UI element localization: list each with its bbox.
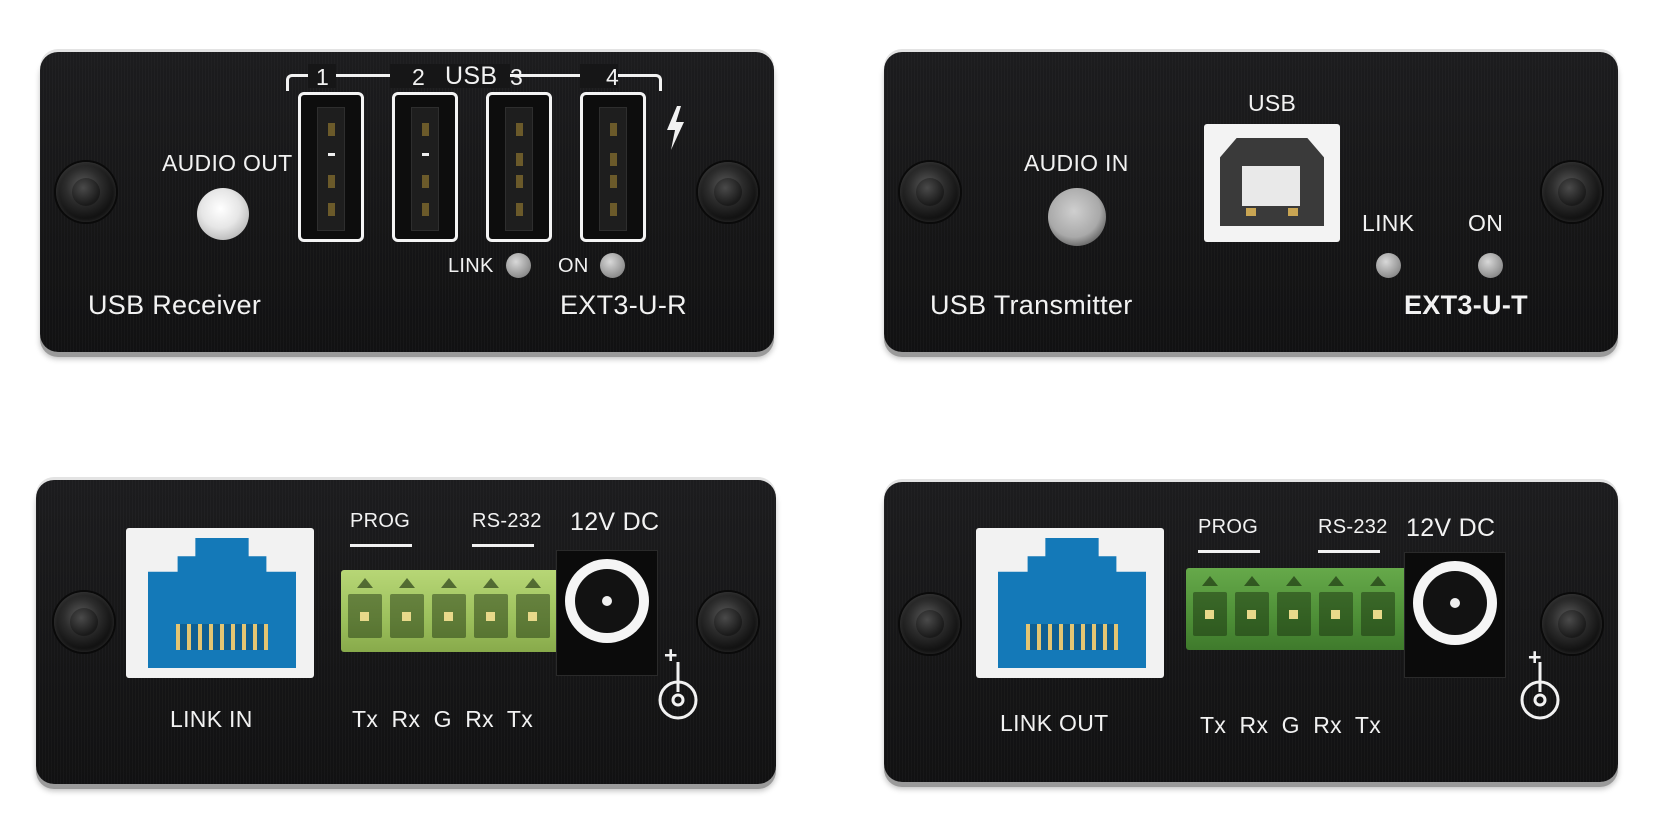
receiver-rear-panel: LINK IN PROG RS-232 Tx Rx G Rx Tx 12V DC… (36, 480, 776, 784)
power-polarity-icon (658, 662, 698, 720)
audio-in-jack[interactable] (1048, 188, 1106, 246)
prog-underline (350, 544, 412, 547)
usb-a-port-3[interactable] (486, 92, 552, 242)
power-label: 12V DC (1406, 514, 1496, 542)
screw-icon (1542, 594, 1602, 654)
transmitter-front-panel: AUDIO IN USB LINK ON USB Transmitter EXT… (884, 52, 1618, 352)
terminal-pin-labels: Tx Rx G Rx Tx (1200, 712, 1382, 738)
screw-icon (900, 594, 960, 654)
screw-icon (56, 162, 116, 222)
on-led (1478, 253, 1503, 278)
on-led-label: ON (558, 255, 589, 277)
dc-power-jack[interactable] (556, 550, 658, 676)
prog-label: PROG (1198, 516, 1259, 538)
device-name: USB Receiver (88, 290, 262, 320)
usb-b-port[interactable] (1204, 124, 1340, 242)
power-label: 12V DC (570, 508, 660, 536)
model-number: EXT3-U-T (1404, 290, 1528, 320)
rs232-label: RS-232 (472, 510, 542, 532)
usb-port-number-3: 3 (510, 64, 524, 90)
rs232-underline (1318, 550, 1380, 553)
dc-power-jack[interactable] (1404, 552, 1506, 678)
model-number: EXT3-U-R (560, 290, 687, 320)
usb-a-port-4[interactable] (580, 92, 646, 242)
prog-label: PROG (350, 510, 411, 532)
ethernet-port[interactable] (126, 528, 314, 678)
usb-port-number-2: 2 (412, 64, 426, 90)
terminal-pin-labels: Tx Rx G Rx Tx (352, 706, 534, 732)
usb-label: USB (1248, 90, 1297, 116)
usb-port-number-1: 1 (316, 64, 330, 90)
power-polarity-icon (1520, 662, 1560, 720)
audio-out-jack[interactable] (197, 188, 249, 240)
screw-icon (1542, 162, 1602, 222)
screw-icon (698, 162, 758, 222)
screw-icon (54, 592, 114, 652)
usb-a-port-1[interactable] (298, 92, 364, 242)
audio-in-label: AUDIO IN (1024, 150, 1129, 176)
link-led (506, 253, 531, 278)
usb-a-port-2[interactable] (392, 92, 458, 242)
usb-port-number-4: 4 (606, 64, 620, 90)
link-led-label: LINK (1362, 210, 1415, 236)
link-led-label: LINK (448, 255, 494, 277)
receiver-front-panel: 1 2 USB 3 4 AUDIO OUT LINK ON USB Receiv… (40, 52, 774, 352)
transmitter-rear-panel: LINK OUT PROG RS-232 Tx Rx G Rx Tx 12V D… (884, 482, 1618, 782)
device-name: USB Transmitter (930, 290, 1133, 320)
usb-group-label: USB (445, 62, 498, 90)
link-led (1376, 253, 1401, 278)
screw-icon (900, 162, 960, 222)
terminal-block[interactable] (341, 570, 563, 652)
link-in-label: LINK IN (170, 706, 253, 732)
link-out-label: LINK OUT (1000, 710, 1109, 736)
rs232-label: RS-232 (1318, 516, 1388, 538)
on-led (600, 253, 625, 278)
screw-icon (698, 592, 758, 652)
audio-out-label: AUDIO OUT (162, 150, 293, 176)
plus-sign: + (664, 642, 678, 668)
prog-underline (1198, 550, 1260, 553)
on-led-label: ON (1468, 210, 1504, 236)
ethernet-port[interactable] (976, 528, 1164, 678)
terminal-block[interactable] (1186, 568, 1408, 650)
lightning-icon (667, 106, 684, 150)
rs232-underline (472, 544, 534, 547)
plus-sign: + (1528, 644, 1542, 670)
